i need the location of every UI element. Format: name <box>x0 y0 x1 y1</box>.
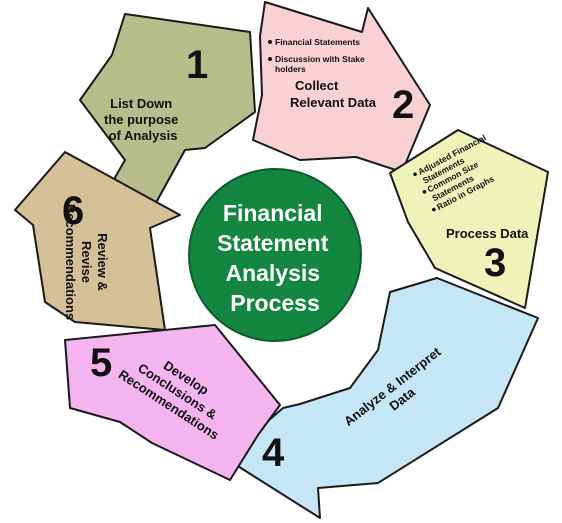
step-6-number: 6 <box>62 189 84 233</box>
center-title: Financial Statement Analysis Process <box>217 200 333 316</box>
step-3-label: Process Data <box>446 226 529 241</box>
step-2-number: 2 <box>392 83 414 127</box>
center-line-4: Process <box>230 290 320 316</box>
step-2-label-line-2: Relevant Data <box>290 95 377 110</box>
center-line-3: Analysis <box>225 260 320 286</box>
step-6-label-line-1: Review & <box>95 233 110 291</box>
step-1-label-line-1: List Down <box>110 96 172 111</box>
step-6-arrow <box>14 151 181 331</box>
step-3-bullet-dot-3 <box>432 207 436 212</box>
step-6-label-line-2: Revise <box>79 241 94 283</box>
step-1-label-line-3: of Analysis <box>109 128 178 143</box>
step-2-bullet-dot-1 <box>268 40 272 44</box>
center-circle <box>188 168 362 342</box>
step-3-number: 3 <box>484 241 506 285</box>
step-5-number: 5 <box>90 341 112 385</box>
center-line-2: Statement <box>217 230 329 256</box>
step-2-bullet-1: Financial Statements <box>275 37 360 47</box>
step-2-bullet-2-line-1: Discussion with Stake <box>275 54 365 64</box>
step-1-number: 1 <box>186 43 208 87</box>
step-2-bullet-2-line-2: holders <box>275 64 306 74</box>
step-2-label: Collect Relevant Data <box>290 78 377 110</box>
center-line-1: Financial <box>223 200 323 226</box>
step-4-number: 4 <box>262 431 285 475</box>
step-1-label-line-2: the purpose <box>104 112 178 127</box>
step-2-arrow <box>252 1 431 173</box>
step-3-arrow <box>389 129 549 309</box>
step-1-label: List Down the purpose of Analysis <box>104 96 182 143</box>
step-2-bullet-2: Discussion with Stake holders <box>275 54 367 74</box>
step-6-label: Review & Revise Recommendations <box>63 204 110 320</box>
step-3-bullet-dot-1 <box>413 172 417 177</box>
step-5-arrow <box>64 324 281 481</box>
step-2-bullet-dot-2 <box>268 57 272 61</box>
step-3-bullet-dot-2 <box>422 190 427 194</box>
step-2-label-line-1: Collect <box>295 78 339 93</box>
step-4-arrow <box>224 277 539 519</box>
step-6-label-line-3: Recommendations <box>63 204 78 320</box>
